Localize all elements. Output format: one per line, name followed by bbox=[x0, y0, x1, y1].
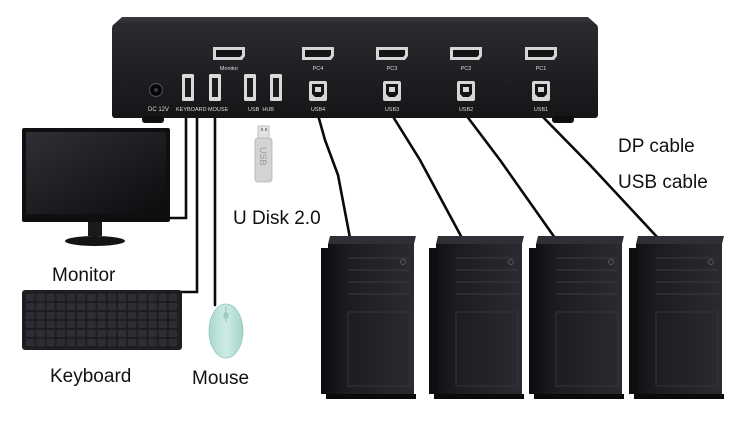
switch-front-panel bbox=[112, 25, 598, 118]
pc-tower-4 bbox=[321, 236, 416, 399]
pc1-cable bbox=[539, 113, 660, 240]
dp-port-pc4 bbox=[302, 47, 334, 60]
usb-b-port-usb2 bbox=[457, 81, 475, 101]
pc-towers bbox=[321, 236, 724, 399]
keyboard bbox=[22, 290, 182, 350]
label-usb-cable: USB cable bbox=[618, 172, 708, 193]
usb-hub-label: USB HUB bbox=[248, 107, 274, 113]
usb-port-label: USB3 bbox=[385, 107, 399, 113]
pc-tower-1 bbox=[629, 236, 724, 399]
dp-port-label: PC4 bbox=[313, 66, 324, 72]
switch-foot-left bbox=[142, 116, 164, 123]
switch-foot-right bbox=[552, 116, 574, 123]
hub-usb-port-2 bbox=[270, 74, 282, 101]
dp-port-pc1 bbox=[525, 47, 557, 60]
usb-port-label: USB2 bbox=[459, 107, 473, 113]
usb-b-port-usb4 bbox=[309, 81, 327, 101]
usb-b-port-usb1 bbox=[532, 81, 550, 101]
mouse-usb-port bbox=[209, 74, 221, 101]
usb-disk-text: USB bbox=[258, 147, 268, 166]
monitor-out-label: Monitor bbox=[220, 66, 239, 72]
dc-label: DC 12V bbox=[148, 107, 169, 113]
pc3-cable bbox=[390, 113, 464, 240]
label-monitor: Monitor bbox=[52, 265, 116, 286]
label-u-disk: U Disk 2.0 bbox=[233, 208, 321, 229]
dp-port-label: PC2 bbox=[461, 66, 472, 72]
mouse bbox=[208, 303, 244, 359]
kvm-switch: DC 12V KEYBOARD MOUSE USB HUB Monitor PC… bbox=[112, 17, 598, 123]
pc2-cable bbox=[464, 113, 557, 240]
switch-top-face bbox=[112, 17, 598, 26]
pc-tower-2 bbox=[529, 236, 624, 399]
pc-tower-3 bbox=[429, 236, 524, 399]
usb-b-port-usb3 bbox=[383, 81, 401, 101]
dp-port-pc3 bbox=[376, 47, 408, 60]
keyboard-cable bbox=[179, 111, 199, 294]
monitor-dp-port bbox=[213, 47, 245, 60]
monitor bbox=[22, 128, 170, 246]
monitor-stand bbox=[65, 236, 125, 246]
dp-port-label: PC1 bbox=[536, 66, 547, 72]
usb-port-label: USB1 bbox=[534, 107, 548, 113]
keyboard-usb-port bbox=[182, 74, 194, 101]
cables bbox=[164, 111, 660, 307]
keyboard-port-label: KEYBOARD bbox=[176, 107, 207, 113]
label-mouse: Mouse bbox=[192, 368, 249, 389]
dp-port-pc2 bbox=[450, 47, 482, 60]
label-keyboard: Keyboard bbox=[50, 366, 131, 387]
usb-port-label: USB4 bbox=[311, 107, 325, 113]
dp-port-label: PC3 bbox=[387, 66, 398, 72]
monitor-screen bbox=[26, 132, 166, 214]
hub-usb-port-1 bbox=[244, 74, 256, 101]
monitor-cable bbox=[164, 111, 188, 220]
label-dp-cable: DP cable bbox=[618, 136, 695, 157]
mouse-port-label: MOUSE bbox=[208, 107, 229, 113]
usb-disk: USB bbox=[254, 125, 273, 183]
pc4-cable bbox=[316, 113, 352, 240]
